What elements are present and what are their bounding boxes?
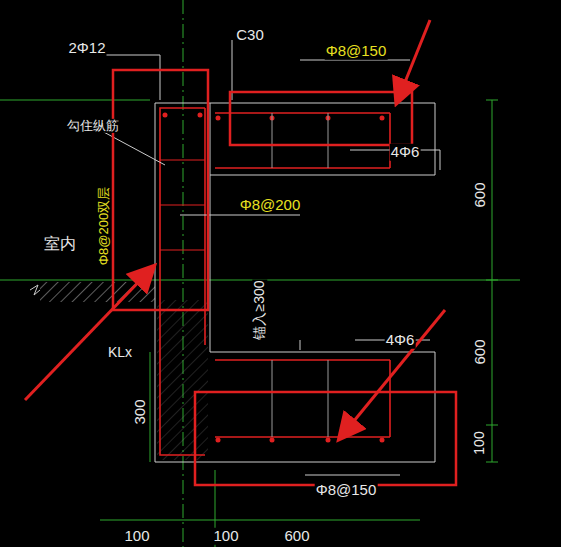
anchor-note: 锚入≥300	[252, 279, 267, 340]
dimension: 300	[132, 398, 149, 425]
dimension: 600	[472, 338, 489, 365]
dimension: 100	[123, 528, 150, 545]
rebar-callout: 4Φ6	[390, 144, 421, 161]
dimension: 100	[472, 430, 487, 455]
room-label: 室内	[43, 235, 77, 253]
rebar-callout: Φ8@150	[325, 43, 388, 60]
note-text: 勾住纵筋	[66, 119, 120, 133]
dimension: 100	[212, 528, 239, 545]
rebar-callout: Φ8@200双层	[97, 186, 111, 267]
beam-label: KLx	[107, 345, 133, 360]
rebar-callout: 4Φ6	[385, 332, 416, 349]
dimension: 600	[472, 181, 489, 208]
rebar-callout: 2Φ12	[68, 40, 107, 57]
dimension: 600	[283, 528, 310, 545]
concrete-grade: C30	[235, 27, 265, 44]
rebar-callout: Φ8@150	[315, 482, 378, 499]
rebar-callout: Φ8@200	[239, 197, 302, 214]
